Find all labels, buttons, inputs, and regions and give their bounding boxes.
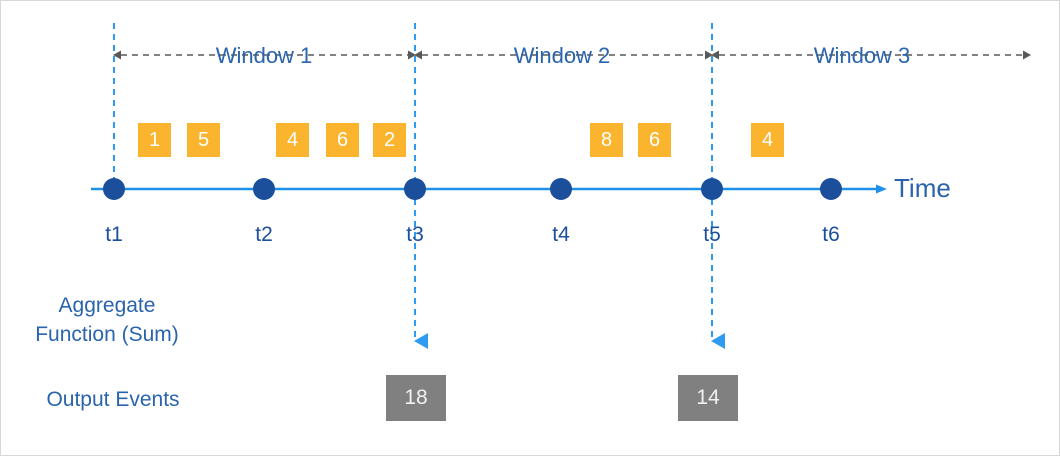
input-event-box: 1 xyxy=(138,123,171,157)
input-event-box: 8 xyxy=(590,123,623,157)
window-label-3: Window 3 xyxy=(813,43,911,68)
timeline-node-t1 xyxy=(103,178,125,200)
time-tick-label-t4: t4 xyxy=(552,223,570,246)
output-event-box: 18 xyxy=(386,375,446,421)
timeline-node-t6 xyxy=(820,178,842,200)
time-tick-label-t2: t2 xyxy=(255,223,273,246)
time-tick-label-t5: t5 xyxy=(703,223,721,246)
time-tick-label-t1: t1 xyxy=(105,223,123,246)
time-tick-label-t6: t6 xyxy=(822,223,840,246)
input-event-box: 6 xyxy=(326,123,359,157)
output-events-label: Output Events xyxy=(46,388,180,411)
timeline-node-t2 xyxy=(253,178,275,200)
input-event-box: 4 xyxy=(751,123,784,157)
output-event-box: 14 xyxy=(678,375,738,421)
timeline-node-t4 xyxy=(550,178,572,200)
timeline-node-t3 xyxy=(404,178,426,200)
input-event-box: 2 xyxy=(373,123,406,157)
input-event-box: 4 xyxy=(276,123,309,157)
input-event-box: 5 xyxy=(187,123,220,157)
time-tick-label-t3: t3 xyxy=(406,223,424,246)
aggregate-function-label: Aggregate Function (Sum) xyxy=(35,294,179,346)
window-label-2: Window 2 xyxy=(513,43,611,68)
time-axis-label: Time xyxy=(894,173,951,203)
window-label-1: Window 1 xyxy=(215,43,313,68)
timeline-node-t5 xyxy=(701,178,723,200)
input-event-box: 6 xyxy=(638,123,671,157)
